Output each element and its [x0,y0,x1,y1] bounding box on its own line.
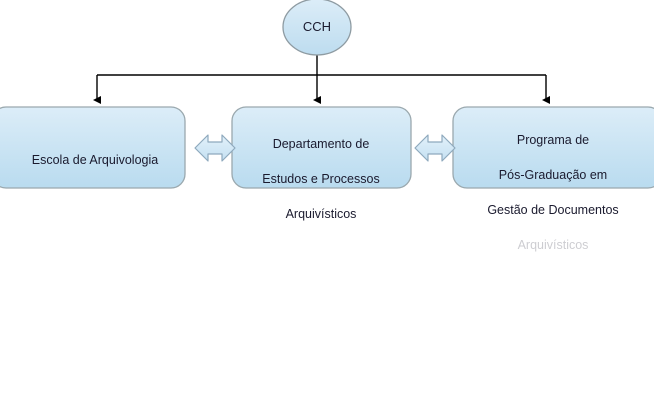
node-departamento-box[interactable] [231,106,412,189]
node-programa-box[interactable] [452,106,654,189]
relation-escola-departamento-double-arrow[interactable] [194,134,236,162]
relation-departamento-programa-double-arrow[interactable] [414,134,456,162]
node-escola-de-arquivologia-box[interactable] [0,106,186,189]
node-cch-ellipse[interactable] [282,0,352,56]
